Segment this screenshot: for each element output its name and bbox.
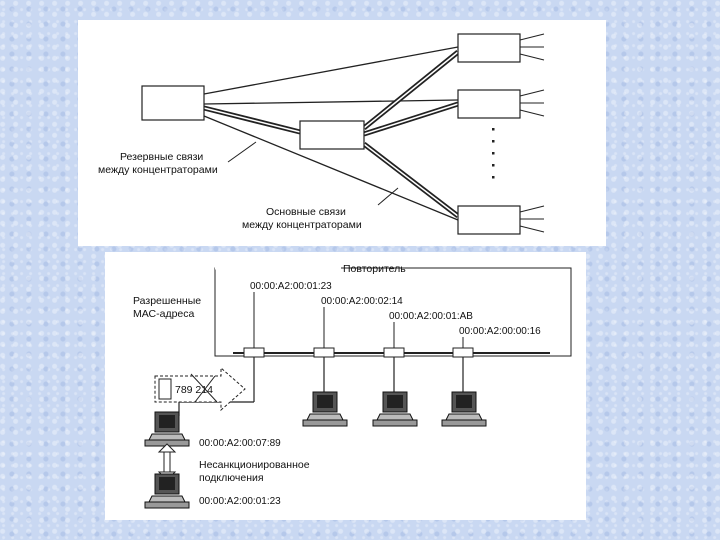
backup-link (203, 115, 459, 221)
workstation (372, 391, 418, 427)
hub-right-2 (457, 89, 521, 119)
packet-arrow (154, 366, 246, 412)
blocked-packet: 789 214 (154, 366, 246, 412)
backup-link (203, 99, 459, 105)
backup-pointer (227, 141, 257, 163)
hub-links-diagram-panel: Резервные связи между концентраторами Ос… (78, 20, 606, 246)
repeater-diagram-panel: Повторитель Разрешенные МАС-адреса 00:00… (105, 252, 586, 520)
backup-links (203, 46, 459, 221)
workstation (441, 391, 487, 427)
hub-root (141, 85, 205, 121)
main-label-line1: Основные связи (266, 206, 346, 218)
unauthorized-label-line2: подключения (199, 472, 264, 484)
backup-label-line2: между концентраторами (98, 164, 218, 176)
main-link (363, 101, 459, 137)
packet-header (158, 378, 172, 400)
main-link (362, 142, 460, 218)
legit-mac: 00:00:A2:00:01:23 (199, 496, 281, 507)
packet-cross (190, 373, 218, 403)
port-mac-3: 00:00:A2:00:01:AB (389, 311, 473, 322)
legit-workstation (144, 473, 190, 509)
repeater-port-3 (383, 347, 405, 358)
port-mac-2: 00:00:A2:00:02:14 (321, 296, 403, 307)
repeater-port-1 (243, 347, 265, 358)
allowed-mac-label-line1: Разрешенные (133, 295, 201, 307)
hub-stubs (519, 33, 545, 233)
backup-label-line1: Резервные связи (120, 151, 203, 163)
unauthorized-label-line1: Несанкционированное (199, 459, 310, 471)
repeater-title: Повторитель (343, 263, 406, 275)
repeater-port-2 (313, 347, 335, 358)
port-mac-4: 00:00:A2:00:00:16 (459, 326, 541, 337)
main-links (203, 50, 460, 218)
main-link (203, 105, 301, 135)
intruder-mac: 00:00:A2:00:07:89 (199, 438, 281, 449)
repeater-port-4 (452, 347, 474, 358)
hub-right-1 (457, 33, 521, 63)
intruder-workstation (144, 411, 190, 447)
workstation (302, 391, 348, 427)
port-mac-1: 00:00:A2:00:01:23 (250, 281, 332, 292)
main-pointer (377, 187, 399, 206)
backup-link (203, 46, 459, 95)
repeater-diagram: Повторитель Разрешенные МАС-адреса 00:00… (133, 263, 572, 509)
hub-right-3 (457, 205, 521, 235)
ellipsis-dots (492, 128, 495, 179)
main-label-line2: между концентраторами (242, 219, 362, 231)
main-link (362, 50, 460, 130)
allowed-mac-label-line2: МАС-адреса (133, 308, 194, 320)
hub-links-diagram: Резервные связи между концентраторами Ос… (98, 33, 545, 235)
hub-middle (299, 120, 365, 150)
